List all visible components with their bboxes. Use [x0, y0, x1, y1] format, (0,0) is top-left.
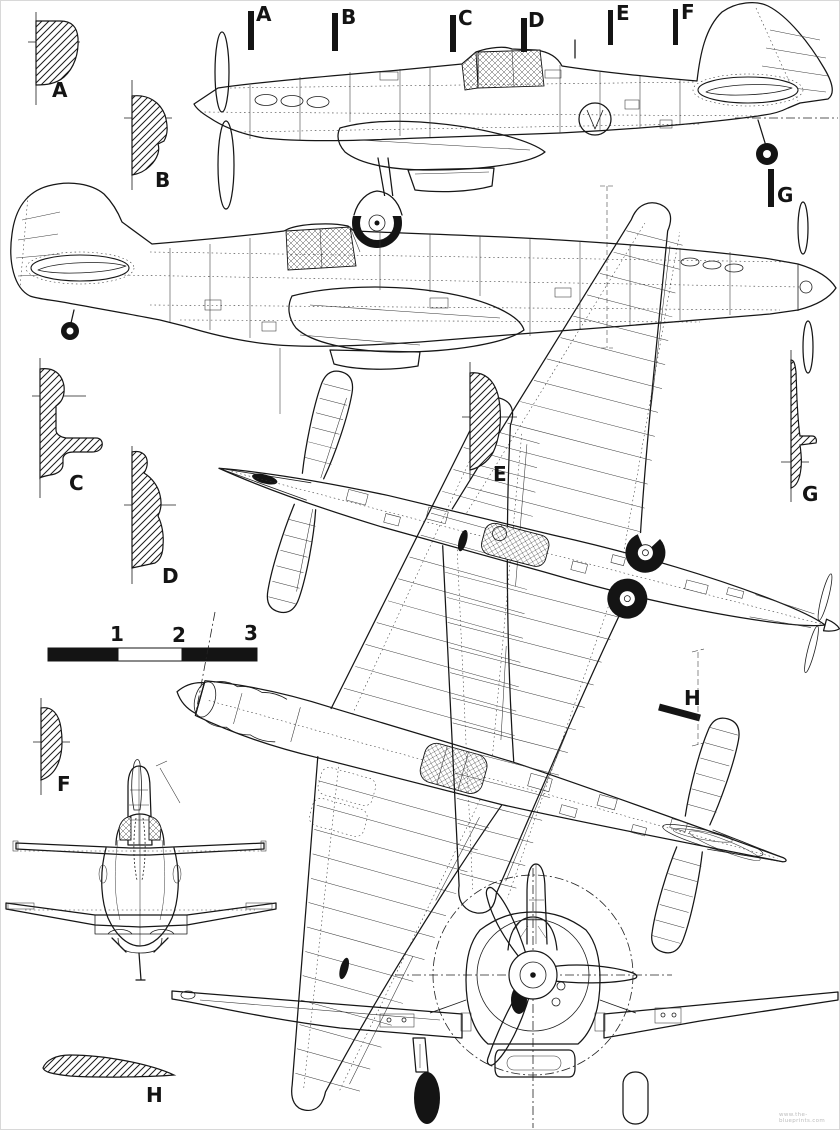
view-front — [171, 863, 839, 1128]
cross-section-b-label: B — [155, 168, 171, 192]
watermark-text: www.the-blueprints.com — [779, 1112, 826, 1124]
station-marker-bars — [248, 9, 774, 722]
cross-section-d-label: D — [162, 564, 179, 588]
station-marker-g-label: G — [777, 183, 794, 207]
scale-tick-1: 1 — [110, 622, 124, 646]
station-marker-e-label: E — [616, 1, 630, 25]
view-plan-bottom — [176, 397, 787, 1112]
view-plan-top — [218, 202, 840, 914]
view-side-top — [193, 2, 838, 248]
scale-tick-2: 2 — [172, 623, 186, 647]
station-marker-d-label: D — [528, 8, 545, 32]
station-marker-b-label: B — [341, 5, 357, 29]
cross-section-c-label: C — [69, 471, 84, 495]
cross-section-h-label: H — [146, 1083, 163, 1107]
cross-section-e-label: E — [493, 462, 507, 486]
cross-sections — [28, 12, 817, 1078]
view-side-bottom — [10, 182, 837, 374]
station-marker-c-label: C — [458, 6, 473, 30]
cross-section-a-label: A — [52, 78, 68, 102]
dimension-lines — [155, 185, 705, 804]
station-marker-f-label: F — [681, 0, 695, 24]
station-marker-h-label: H — [684, 686, 701, 710]
station-marker-a-label: A — [256, 2, 272, 26]
airfoil-section — [42, 1054, 177, 1078]
view-rear — [5, 759, 277, 981]
scale-bar — [47, 647, 258, 662]
cross-section-g-label: G — [802, 482, 819, 506]
scale-tick-3: 3 — [244, 621, 258, 645]
cross-section-f-label: F — [57, 772, 71, 796]
